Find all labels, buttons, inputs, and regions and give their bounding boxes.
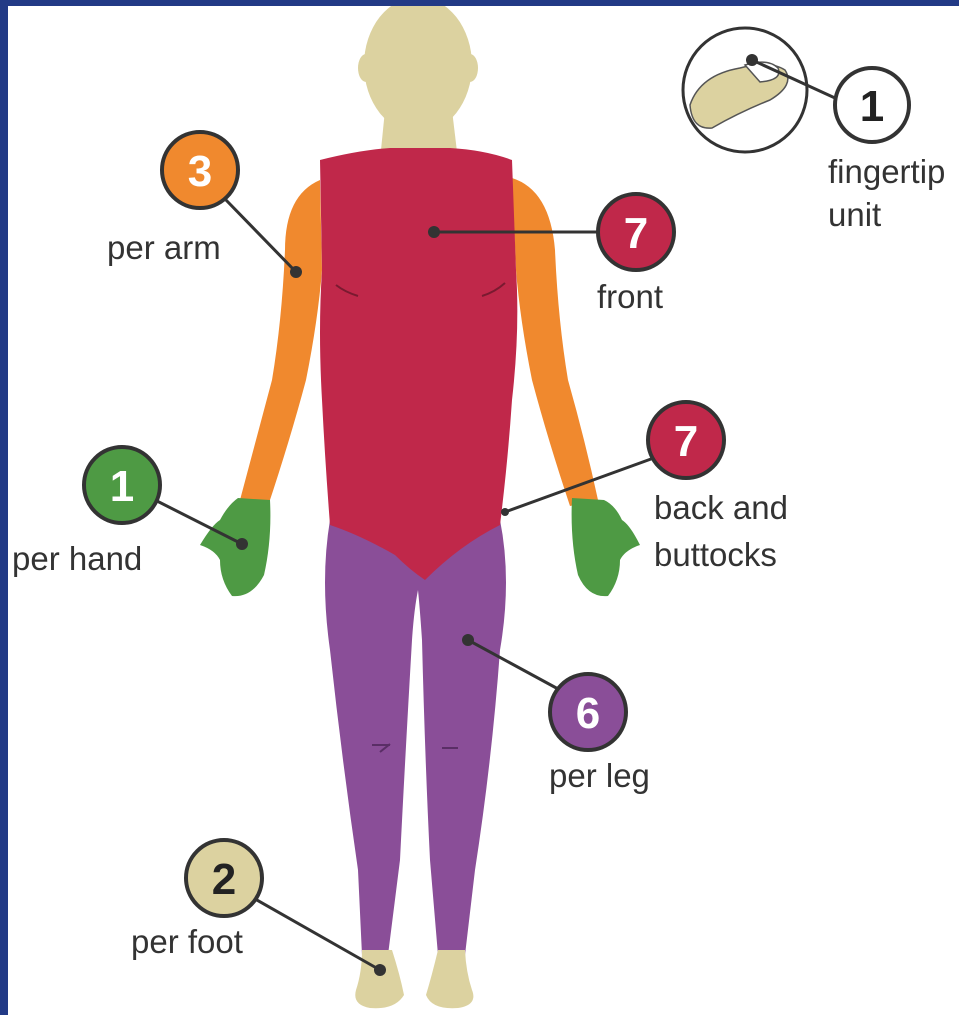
left-hand	[200, 498, 270, 596]
back-label-line1: back and	[654, 489, 788, 526]
diagram-canvas: 1 3 7 1 7 6 2 fingertip unit per arm fro…	[8, 6, 959, 1015]
fingertip-label-line1: fingertip	[828, 153, 945, 190]
per-leg-badge: 6	[550, 674, 626, 750]
fingertip-unit-badge: 1	[835, 68, 909, 142]
torso	[320, 148, 517, 580]
per-leg-label: per leg	[549, 757, 650, 794]
back-badge: 7	[648, 402, 724, 478]
back-value: 7	[674, 417, 698, 466]
per-arm-label: per arm	[107, 229, 221, 266]
front-value: 7	[624, 209, 648, 258]
fingertip-illustration	[683, 28, 807, 152]
per-arm-value: 3	[188, 147, 212, 196]
right-arm	[512, 178, 598, 506]
per-hand-value: 1	[110, 462, 134, 511]
fingertip-unit-value: 1	[860, 82, 884, 131]
per-arm-badge: 3	[162, 132, 238, 208]
fingertip-label-line2: unit	[828, 196, 881, 233]
right-hand	[572, 498, 640, 596]
per-foot-label: per foot	[131, 923, 243, 960]
per-leg-value: 6	[576, 689, 600, 738]
per-hand-label: per hand	[12, 540, 142, 577]
per-hand-badge: 1	[84, 447, 160, 523]
front-badge: 7	[598, 194, 674, 270]
per-foot-value: 2	[212, 855, 236, 904]
right-foot	[426, 950, 473, 1008]
per-foot-badge: 2	[186, 840, 262, 916]
body-diagram: 1 3 7 1 7 6 2 fingertip unit per arm fro…	[8, 6, 959, 1015]
front-label: front	[597, 278, 663, 315]
back-label-line2: buttocks	[654, 536, 777, 573]
legs	[325, 520, 506, 955]
head	[364, 6, 472, 133]
